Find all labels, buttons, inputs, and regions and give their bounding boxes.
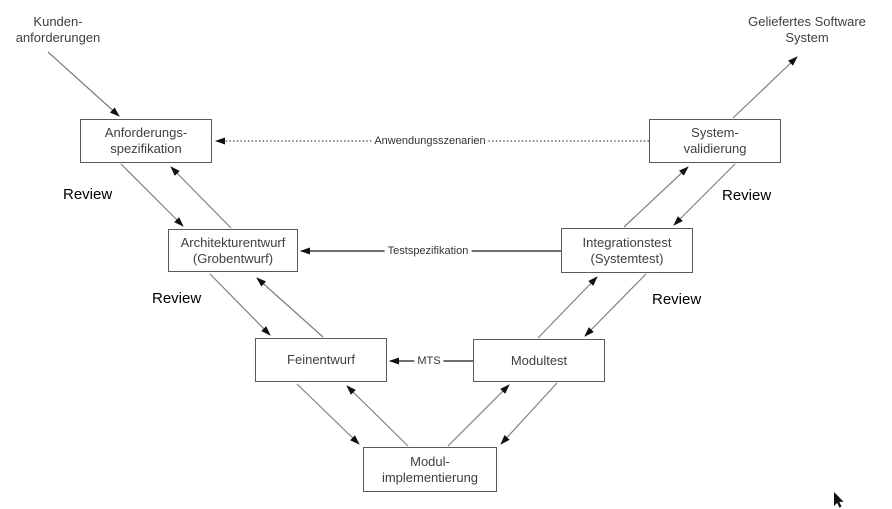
node-architekturentwurf: Architekturentwurf (Grobentwurf) bbox=[168, 229, 298, 272]
arrow-feinentwurf-to-modulimplementierung bbox=[296, 383, 360, 445]
arrow-systemvalidierung-to-geliefertes-system bbox=[732, 56, 798, 119]
arrow-review-architekturentwurf-to-anforderungsspezifikation bbox=[170, 166, 232, 229]
node-feinentwurf: Feinentwurf bbox=[255, 338, 387, 382]
label-testspezifikation: Testspezifikation bbox=[384, 245, 472, 258]
label-review-right-top: Review bbox=[722, 187, 772, 204]
label-kundenanforderungen: Kunden- anforderungen bbox=[15, 14, 101, 45]
node-integrationstest: Integrationstest (Systemtest) bbox=[561, 228, 693, 273]
arrow-architekturentwurf-to-feinentwurf bbox=[209, 273, 271, 336]
arrow-anforderungsspezifikation-to-architekturentwurf bbox=[120, 163, 184, 227]
label-review-left-middle: Review bbox=[152, 290, 202, 307]
arrow-integrationstest-to-systemvalidierung bbox=[623, 166, 689, 228]
arrow-review-systemvalidierung-to-integrationstest bbox=[673, 163, 736, 226]
arrow-review-feinentwurf-to-architekturentwurf bbox=[256, 277, 324, 338]
node-modulimplementierung: Modul- implementierung bbox=[363, 447, 497, 492]
arrow-review-modulimplementierung-to-feinentwurf bbox=[346, 385, 409, 447]
label-review-left-top: Review bbox=[63, 186, 113, 203]
mouse-cursor-icon bbox=[834, 492, 844, 508]
arrow-review-integrationstest-to-modultest bbox=[584, 273, 647, 337]
arrow-kundenanforderungen-to-anforderungsspezifikation bbox=[47, 51, 120, 117]
node-systemvalidierung: System- validierung bbox=[649, 119, 781, 163]
label-anwendungsszenarien: Anwendungsszenarien bbox=[371, 135, 489, 148]
label-mts: MTS bbox=[414, 355, 444, 368]
label-geliefertes-software-system: Geliefertes Software System bbox=[748, 14, 866, 45]
node-anforderungsspezifikation: Anforderungs- spezifikation bbox=[80, 119, 212, 163]
arrow-modulimplementierung-to-modultest bbox=[447, 384, 510, 447]
node-modultest: Modultest bbox=[473, 339, 605, 382]
label-review-right-middle: Review bbox=[652, 291, 702, 308]
arrow-modultest-to-integrationstest bbox=[537, 276, 598, 339]
arrow-review-modultest-to-modulimplementierung bbox=[500, 382, 558, 445]
